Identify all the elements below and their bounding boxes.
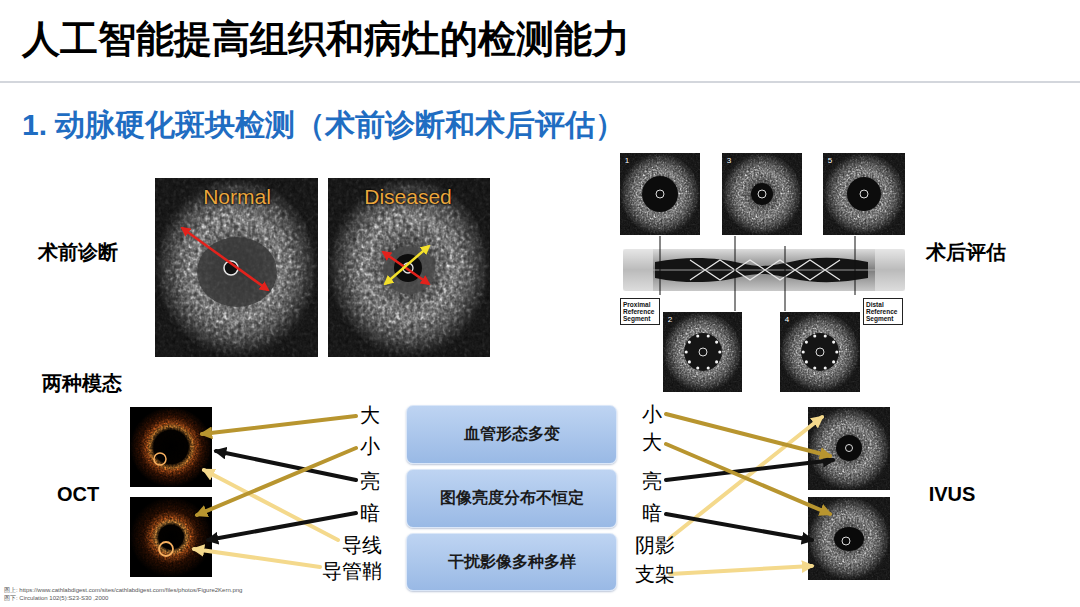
reference-segment-box: Distal Reference Segment — [863, 298, 903, 325]
box-text: 图像亮度分布不恒定 — [440, 488, 584, 509]
property-word: 大 — [642, 431, 662, 454]
property-word: 小 — [360, 435, 380, 458]
property-word: 小 — [642, 403, 662, 426]
modality-label: OCT — [57, 483, 99, 506]
side-label: 两种模态 — [42, 372, 122, 395]
box-text: 干扰影像多种多样 — [448, 552, 576, 573]
modality-label: IVUS — [929, 483, 976, 506]
property-word: 暗 — [642, 502, 662, 525]
side-label: 术后评估 — [926, 241, 1006, 264]
ivus-normal-image — [155, 178, 318, 357]
property-word: 亮 — [642, 470, 662, 493]
ivus-images — [808, 407, 890, 580]
property-word: 导管鞘 — [322, 560, 382, 583]
property-word: 大 — [360, 404, 380, 427]
challenge-box: 干扰影像多种多样 — [406, 533, 617, 591]
title-rule — [0, 81, 1080, 83]
property-word: 阴影 — [635, 534, 675, 557]
box-text: Proximal Reference Segment — [623, 301, 657, 322]
source-note: 图下: Circulation 102(5):S23-S30 ,2000 — [4, 595, 108, 602]
ivus-series — [620, 153, 905, 392]
callout-number: 4 — [785, 315, 789, 324]
box-text: 血管形态多变 — [464, 424, 560, 445]
box-text: Distal Reference Segment — [866, 301, 900, 322]
ivus-diseased-image — [328, 178, 490, 357]
reference-segment-box: Proximal Reference Segment — [620, 298, 660, 325]
callout-number: 5 — [828, 156, 832, 165]
callout-number: 3 — [727, 156, 731, 165]
property-word: 亮 — [360, 470, 380, 493]
challenge-box: 图像亮度分布不恒定 — [406, 469, 617, 528]
callout-number: 1 — [625, 156, 629, 165]
property-word: 导线 — [342, 534, 382, 557]
property-word: 暗 — [360, 502, 380, 525]
image-caption: Normal — [203, 185, 271, 209]
section-heading: 1. 动脉硬化斑块检测（术前诊断和术后评估） — [22, 108, 625, 143]
property-word: 支架 — [635, 563, 675, 586]
callout-number: 2 — [668, 315, 672, 324]
side-label: 术前诊断 — [38, 241, 118, 264]
challenge-box: 血管形态多变 — [406, 405, 617, 464]
slide-title: 人工智能提高组织和病灶的检测能力 — [22, 18, 630, 62]
source-note: 图上: https://www.cathlabdigest.com/sites/… — [4, 587, 242, 594]
image-caption: Diseased — [364, 185, 452, 209]
